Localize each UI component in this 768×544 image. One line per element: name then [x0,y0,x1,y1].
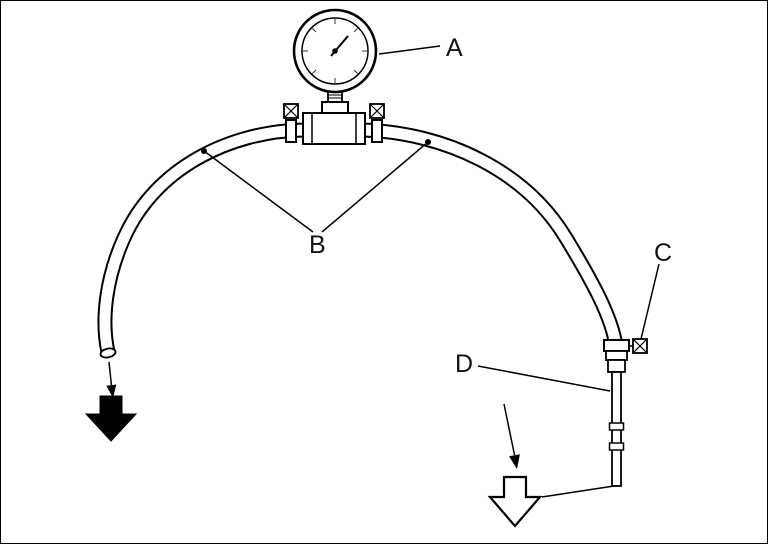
callout-d: D [455,350,615,498]
tee-fitting [302,112,366,145]
right-flow-arrow-line [503,403,516,456]
right-hose-body [363,124,622,347]
gauge-ticks [303,19,367,83]
left-flow-arrowhead [106,384,117,398]
pressure-gauge [292,8,378,94]
callout-a-leader [378,45,441,55]
left-hose [97,122,305,359]
left-hose-body [99,124,305,354]
clamp-screw-cross [283,103,299,119]
bleed-tube [605,350,628,487]
callout-b-dot-left [201,148,207,154]
callout-d-leader [477,365,611,392]
hose-open-end [99,347,117,359]
clamp-band [285,119,297,143]
callout-c-leader [640,263,660,340]
outline-block-arrow [487,475,543,528]
tee-body [302,112,366,145]
callout-b-leader-left [203,150,314,233]
tube-ridge [608,442,625,451]
callout-c: C [640,239,672,340]
left-flow-arrow-line [108,361,113,386]
callout-a-label: A [446,34,463,62]
tee-clamp-left [283,103,299,143]
tee-clamp-right [369,103,385,143]
callout-b: B [201,139,431,259]
clamp-band [371,119,383,143]
callout-b-dot-right [425,139,431,145]
tube-ridge [608,422,625,431]
callout-d-label: D [455,350,473,378]
stem-nut [321,101,349,114]
tube-fitting-body [607,359,626,373]
right-flow-indicator [487,403,543,528]
right-flow-arrowhead [509,454,520,469]
gauge-pivot [332,48,338,54]
tube-collar [605,350,628,361]
right-hose [363,122,624,348]
callout-a: A [378,34,463,62]
clamp-screw-cross [632,338,648,354]
callout-b-leader-right [321,141,429,233]
callout-b-label: B [309,231,326,259]
clamp-screw-cross [369,103,385,119]
clamp-band [603,339,630,352]
callout-c-label: C [654,239,672,267]
callout-d-leader-lower [541,485,615,498]
left-flow-indicator [84,361,138,442]
solid-block-arrow [84,395,138,442]
